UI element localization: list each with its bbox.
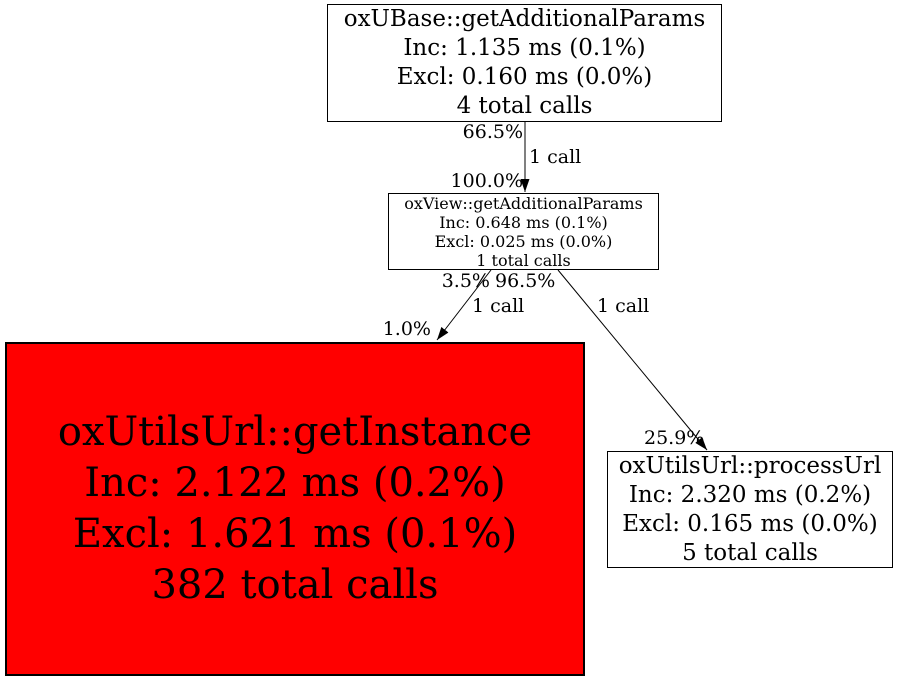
edge1-caller-percent-label: 66.5%	[462, 121, 523, 143]
node-exclusive-time: Excl: 0.025 ms (0.0%)	[434, 231, 613, 251]
node-total-calls: 1 total calls	[476, 250, 571, 270]
edge3-caller-percent-label: 96.5%	[495, 270, 556, 292]
node-inclusive-time: Inc: 2.320 ms (0.2%)	[628, 481, 872, 508]
node-title: oxUtilsUrl::processUrl	[618, 452, 882, 479]
node-inclusive-time: Inc: 1.135 ms (0.1%)	[403, 35, 646, 61]
node-oxutilsurl-processurl[interactable]: oxUtilsUrl::processUrl Inc: 2.320 ms (0.…	[607, 451, 893, 568]
node-exclusive-time: Excl: 0.160 ms (0.0%)	[396, 64, 653, 90]
edge3-callee-percent-label: 25.9%	[644, 427, 705, 449]
node-title: oxUBase::getAdditionalParams	[343, 6, 706, 32]
node-total-calls: 382 total calls	[151, 562, 439, 608]
node-exclusive-time: Excl: 0.165 ms (0.0%)	[622, 510, 878, 537]
edge2-caller-percent-label: 3.5%	[441, 270, 490, 292]
node-total-calls: 5 total calls	[682, 539, 818, 566]
node-inclusive-time: Inc: 0.648 ms (0.1%)	[439, 212, 608, 232]
node-total-calls: 4 total calls	[456, 93, 593, 119]
node-oxubase-getadditionalparams[interactable]: oxUBase::getAdditionalParams Inc: 1.135 …	[327, 4, 722, 122]
edge1-callee-percent-label: 100.0%	[450, 170, 523, 192]
node-inclusive-time: Inc: 2.122 ms (0.2%)	[84, 460, 506, 506]
edge2-callee-percent-label: 1.0%	[382, 318, 431, 340]
node-oxutilsurl-getinstance[interactable]: oxUtilsUrl::getInstance Inc: 2.122 ms (0…	[5, 342, 585, 676]
node-title: oxUtilsUrl::getInstance	[57, 409, 533, 455]
edge3-call-count-label: 1 call	[597, 295, 650, 317]
edge2-call-count-label: 1 call	[472, 295, 525, 317]
node-oxview-getadditionalparams[interactable]: oxView::getAdditionalParams Inc: 0.648 m…	[388, 193, 659, 270]
edge1-call-count-label: 1 call	[529, 146, 582, 168]
node-exclusive-time: Excl: 1.621 ms (0.1%)	[72, 511, 518, 557]
node-title: oxView::getAdditionalParams	[404, 193, 643, 213]
